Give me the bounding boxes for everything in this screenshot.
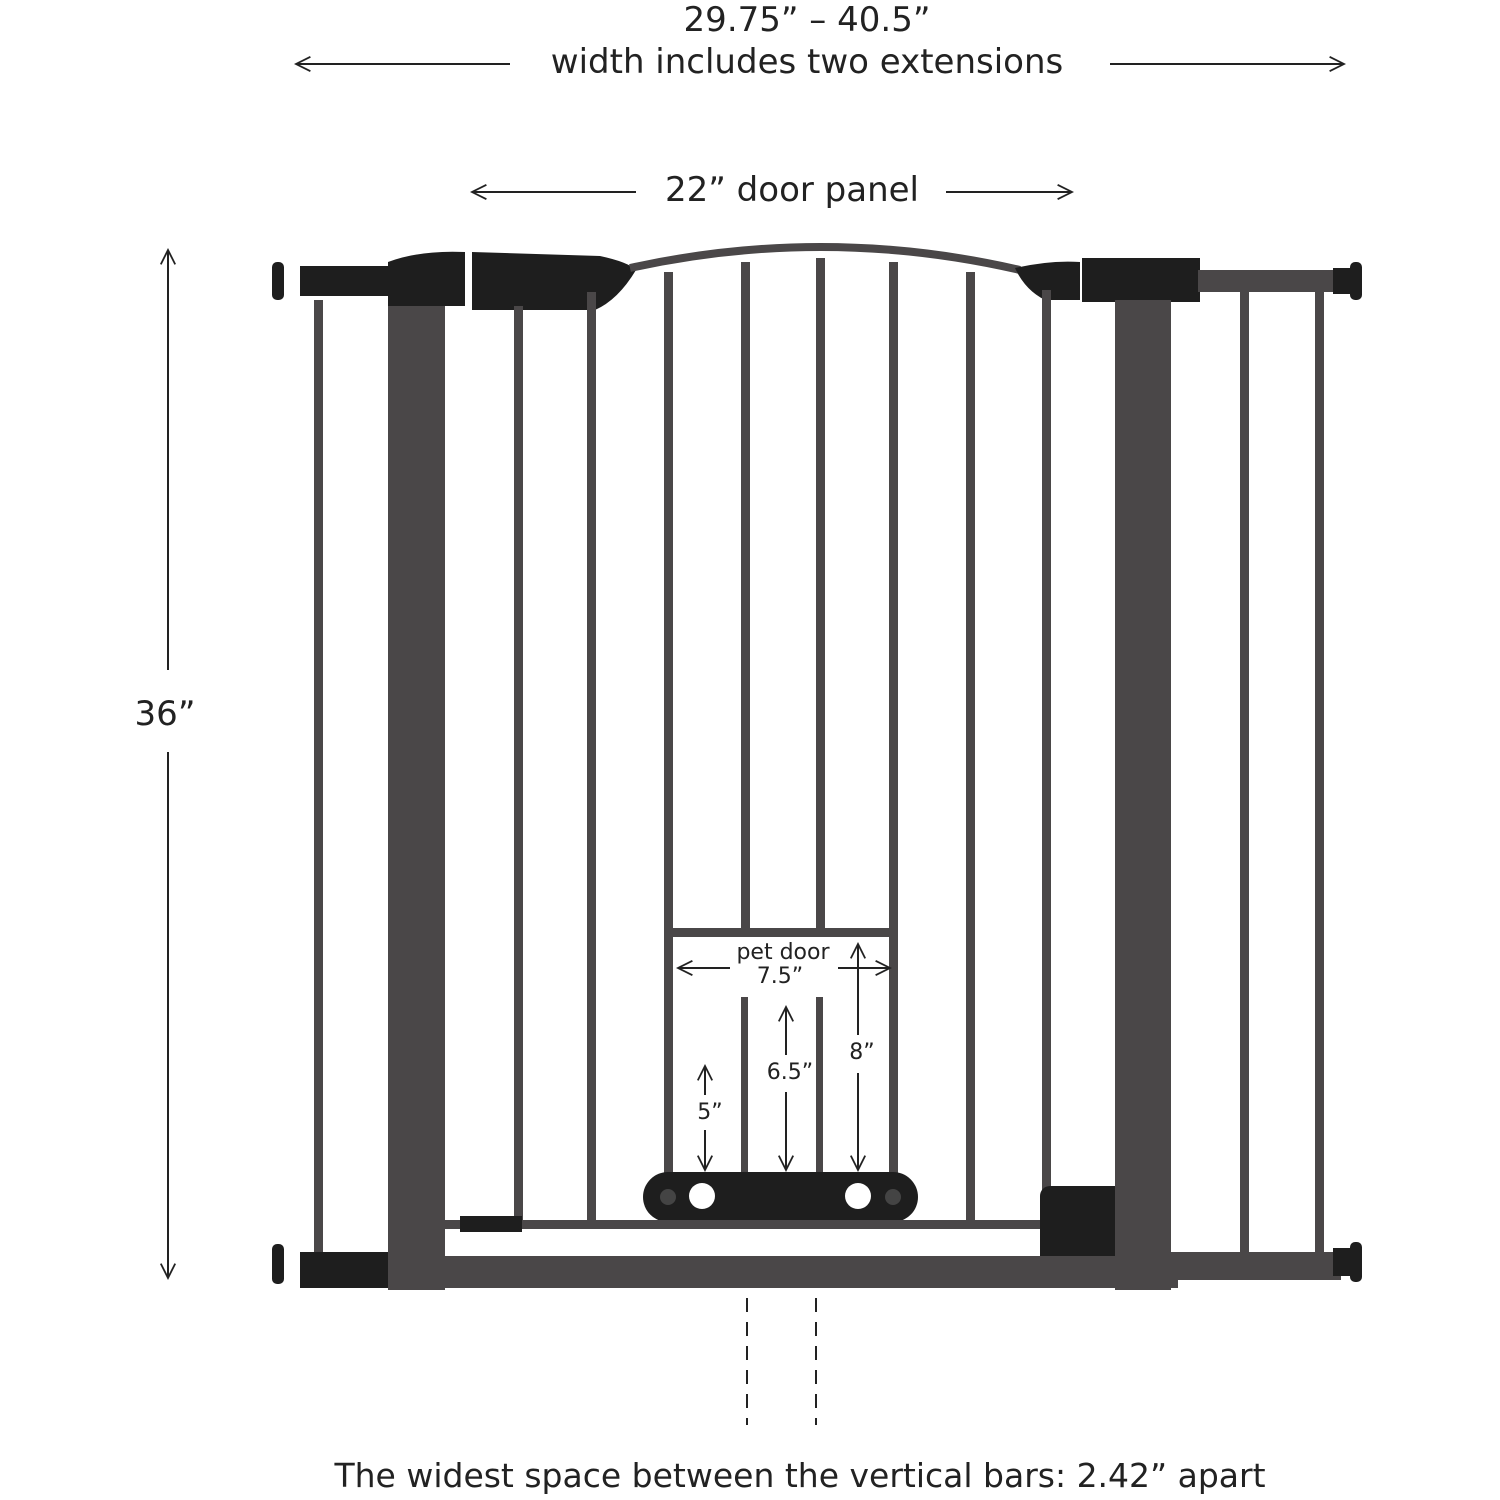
left-extension-top — [300, 266, 392, 296]
pet-door-paw-plate — [643, 1172, 918, 1222]
caption: The widest space between the vertical ba… — [334, 1456, 1266, 1495]
pet-door-crossbar — [664, 928, 898, 937]
door-panel-label: 22” door panel — [665, 170, 919, 210]
paw-plate-hole — [689, 1183, 715, 1209]
right-extension-bar — [1240, 292, 1249, 1252]
paw-print-icon — [885, 1189, 901, 1205]
right-extension-bar — [1315, 292, 1324, 1252]
pressure-knob — [272, 262, 284, 300]
paw-plate-hole — [845, 1183, 871, 1209]
door-arch — [629, 243, 1021, 274]
right-top-fitting — [1082, 258, 1200, 302]
low-gap-height-label: 5” — [697, 1100, 723, 1125]
door-latch — [1040, 1186, 1132, 1268]
left-top-fitting — [388, 251, 465, 306]
right-extension-top — [1198, 270, 1340, 292]
gate — [272, 243, 1362, 1290]
pet-door-width-label: 7.5” — [756, 964, 804, 989]
door-bar — [1042, 290, 1051, 1190]
pet-door-height-label: 8” — [849, 1040, 875, 1065]
pet-door-arrows — [678, 944, 890, 1170]
left-post — [388, 300, 445, 1290]
overall-width-label: 29.75” – 40.5” — [683, 0, 931, 40]
door-top-right-fitting — [1015, 261, 1080, 300]
right-extension-bottom — [1171, 1252, 1341, 1280]
paw-print-icon — [660, 1189, 676, 1205]
door-bar — [816, 258, 825, 934]
bar-gap-guides — [746, 1298, 817, 1425]
pet-door-bar — [816, 997, 823, 1177]
door-latch-hinge — [460, 1216, 522, 1232]
door-bottom-rail — [440, 1220, 1060, 1229]
gate-bottom-frame — [388, 1256, 1178, 1288]
door-top-left-fitting — [472, 252, 636, 310]
door-bar — [587, 292, 596, 1226]
pressure-knob — [1350, 262, 1362, 300]
center-gap-height-label: 6.5” — [766, 1060, 814, 1085]
door-bar — [664, 272, 673, 1182]
door-bar — [741, 262, 750, 934]
pressure-knob — [272, 1244, 284, 1284]
pressure-knob — [1350, 1242, 1362, 1282]
pet-door-label: pet door — [736, 940, 830, 965]
height-label: 36” — [134, 694, 196, 734]
door-bar — [966, 272, 975, 1226]
door-bar — [514, 306, 523, 1226]
right-post — [1115, 300, 1171, 1290]
left-extension-bottom — [300, 1252, 388, 1288]
overall-width-note: width includes two extensions — [550, 42, 1064, 82]
left-extension-bar — [314, 300, 323, 1260]
pet-door-bar — [741, 997, 748, 1177]
door-bar — [889, 262, 898, 1182]
